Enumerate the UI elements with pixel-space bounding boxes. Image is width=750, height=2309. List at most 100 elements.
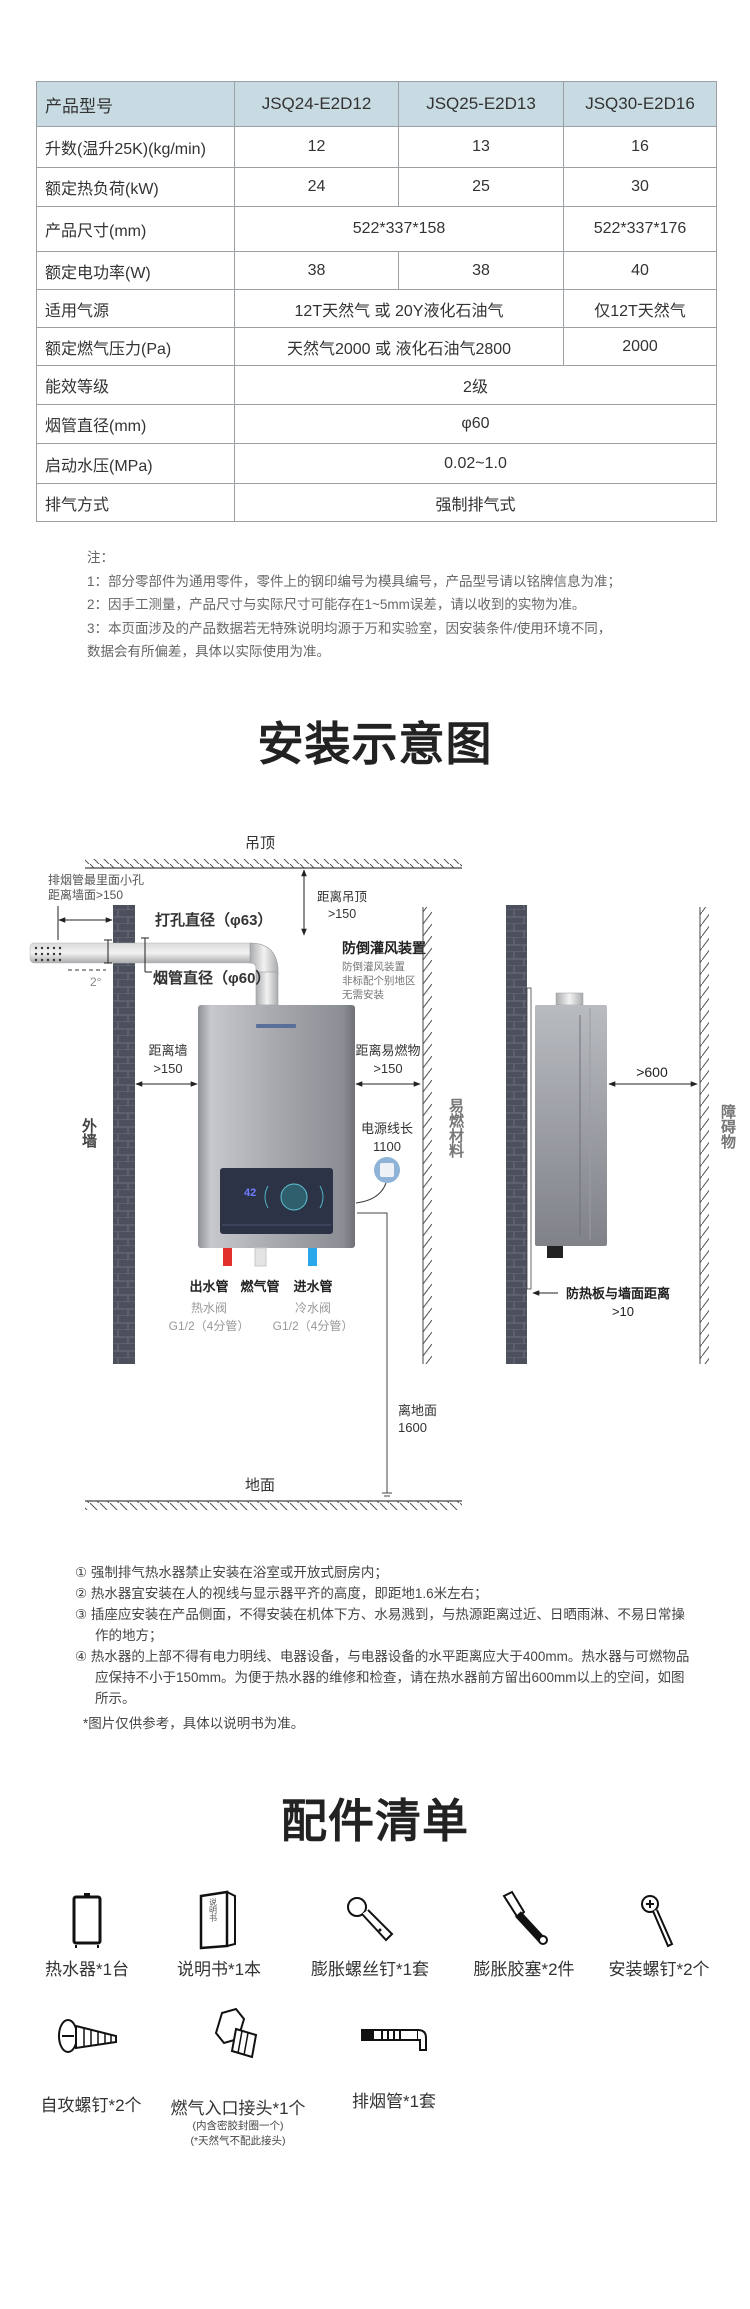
gas-pipe-label: 燃气管 <box>240 1279 279 1294</box>
side-view-wall <box>506 905 527 1364</box>
row-label: 能效等级 <box>36 365 235 405</box>
cold-valve-label: 冷水阀 <box>295 1301 331 1315</box>
accessory-item: 排烟管*1套 <box>319 2020 469 2112</box>
ceiling-label: 吊顶 <box>245 835 275 852</box>
accessory-label: 安装螺钉*2个 <box>608 1960 710 1979</box>
shield-distance-label: 防热板与墙面距离 <box>566 1286 670 1301</box>
install-note: ④ 热水器的上部不得有电力明线、电器设备，与电器设备的水平距离应大于400mm。… <box>75 1649 690 1706</box>
table-cell: 12 <box>234 126 399 168</box>
table-row: 产品尺寸(mm) 522*337*158 522*337*176 <box>36 206 717 252</box>
inlet-pipe-label: 进水管 <box>293 1279 332 1294</box>
ground-height-label: 离地面 <box>398 1403 437 1418</box>
outer-wall-label: 外墙 <box>80 1118 97 1148</box>
table-cell: 40 <box>563 251 717 290</box>
table-row: 烟管直径(mm) φ60 <box>36 404 717 444</box>
table-row: 额定电功率(W) 38 38 40 <box>36 251 717 290</box>
header-cell: JSQ30-E2D16 <box>563 81 717 127</box>
table-cell: 13 <box>398 126 564 168</box>
header-cell: 产品型号 <box>36 81 235 127</box>
backdraft-title: 防倒灌风装置 <box>342 940 426 956</box>
hot-valve-label: 热水阀 <box>191 1301 227 1315</box>
brand-logo <box>256 1024 296 1028</box>
accessory-item: 膨胀螺丝钉*1套 <box>295 1890 445 1980</box>
self-tapping-screw-icon <box>58 2019 117 2053</box>
table-cell: 16 <box>563 126 717 168</box>
manual-icon: 说明书 <box>199 1890 236 1950</box>
backdraft-note: 无需安装 <box>342 988 384 1001</box>
exhaust-pipe <box>29 942 256 964</box>
power-cord <box>355 1182 387 1204</box>
table-row: 升数(温升25K)(kg/min) 12 13 16 <box>36 126 717 168</box>
wall-plug-icon <box>502 1890 548 1945</box>
flammable-distance-label: 距离易燃物 <box>355 1043 420 1058</box>
floor-label: 地面 <box>245 1477 275 1494</box>
wall-distance-value: >150 <box>153 1061 182 1076</box>
accessory-label: 自攻螺钉*2个 <box>40 2096 142 2115</box>
shield-distance-value: >10 <box>612 1304 634 1319</box>
water-heater-side <box>535 1005 607 1258</box>
table-cell: 仅12T天然气 <box>563 289 717 328</box>
table-cell: 天然气2000 或 液化石油气2800 <box>234 327 564 366</box>
spec-table: 产品型号 JSQ24-E2D12 JSQ25-E2D13 JSQ30-E2D16… <box>36 81 717 522</box>
accessory-item: 膨胀胶塞*2件 <box>449 1890 599 1980</box>
ground-height-value: 1600 <box>398 1420 427 1435</box>
side-exhaust-cap <box>555 992 584 1006</box>
table-cell: 24 <box>234 167 399 207</box>
note-line: 1：部分零部件为通用零件，零件上的钢印编号为模具编号，产品型号请以铭牌信息为准； <box>87 573 622 589</box>
table-row: 额定燃气压力(Pa) 天然气2000 或 液化石油气2800 2000 <box>36 327 717 366</box>
outer-wall <box>113 905 135 1364</box>
table-cell: 2000 <box>563 327 717 366</box>
accessory-label: 说明书*1本 <box>176 1960 262 1979</box>
outlet-pipe <box>223 1248 232 1266</box>
row-label: 烟管直径(mm) <box>36 404 235 444</box>
row-label: 额定燃气压力(Pa) <box>36 327 235 366</box>
flammable-material-label: 易燃材料 <box>447 1098 464 1158</box>
note-line: 2：因手工测量，产品尺寸与实际尺寸可能存在1~5mm误差，请以收到的实物为准。 <box>87 597 586 612</box>
table-header-row: 产品型号 JSQ24-E2D12 JSQ25-E2D13 JSQ30-E2D16 <box>36 81 717 127</box>
table-cell: φ60 <box>234 404 717 444</box>
row-label: 排气方式 <box>36 483 235 522</box>
accessory-label: 热水器*1台 <box>44 1960 130 1979</box>
row-label: 产品尺寸(mm) <box>36 206 235 252</box>
display-panel <box>220 1168 333 1234</box>
water-heater-front: 42 <box>198 1005 355 1248</box>
expansion-bolt-icon <box>347 1897 394 1942</box>
install-notes: ① 强制排气热水器禁止安装在浴室或开放式厨房内； ② 热水器宜安装在人的视线与显… <box>75 1562 695 1734</box>
inlet-pipe <box>308 1248 317 1266</box>
flammable-distance-value: >150 <box>373 1061 402 1076</box>
table-cell: 25 <box>398 167 564 207</box>
gas-connector-icon <box>214 2007 258 2059</box>
gas-pipe <box>254 1247 267 1267</box>
screw-icon <box>641 1895 674 1948</box>
table-cell: 30 <box>563 167 717 207</box>
table-row: 排气方式 强制排气式 <box>36 483 717 522</box>
ground-height-line <box>357 1212 388 1493</box>
accessory-label: 燃气入口接头*1个 <box>170 2099 306 2118</box>
exhaust-pipe-icon <box>361 2029 427 2051</box>
accessory-item: 自攻螺钉*2个 <box>16 2012 166 2116</box>
display-temperature: 42 <box>244 1187 256 1199</box>
table-cell: 38 <box>398 251 564 290</box>
accessory-note: (*天然气不配此接头) <box>190 2135 286 2147</box>
backdraft-note: 防倒灌风装置 <box>342 960 405 973</box>
install-note: ③ 插座应安装在产品侧面，不得安装在机体下方、水易溅到，与热源距离过近、日晒雨淋… <box>75 1607 685 1643</box>
table-row: 能效等级 2级 <box>36 365 717 405</box>
row-label: 升数(温升25K)(kg/min) <box>36 126 235 168</box>
outlet-pipe-label: 出水管 <box>189 1279 228 1294</box>
install-note: ② 热水器宜安装在人的视线与显示器平齐的高度，即距地1.6米左右； <box>75 1586 488 1601</box>
pipe-diameter-label: 烟管直径（φ60） <box>153 969 270 987</box>
table-cell: 522*337*176 <box>563 206 717 252</box>
spec-notes: 注： 1：部分零部件为通用零件，零件上的钢印编号为模具编号，产品型号请以铭牌信息… <box>87 546 621 664</box>
heat-shield <box>526 987 532 1290</box>
exhaust-note-1: 排烟管最里面小孔 <box>48 872 144 887</box>
ceiling-distance-label: 距离吊顶 <box>317 889 368 904</box>
table-row: 适用气源 12T天然气 或 20Y液化石油气 仅12T天然气 <box>36 289 717 328</box>
table-cell: 强制排气式 <box>234 483 717 522</box>
accessory-item: 安装螺钉*2个 <box>584 1890 734 1980</box>
table-row: 额定热负荷(kW) 24 25 30 <box>36 167 717 207</box>
install-note: ① 强制排气热水器禁止安装在浴室或开放式厨房内； <box>75 1565 388 1580</box>
ceiling-hatch <box>85 859 462 868</box>
accessory-item: 热水器*1台 <box>12 1890 162 1980</box>
accessory-label: 膨胀螺丝钉*1套 <box>310 1960 430 1979</box>
